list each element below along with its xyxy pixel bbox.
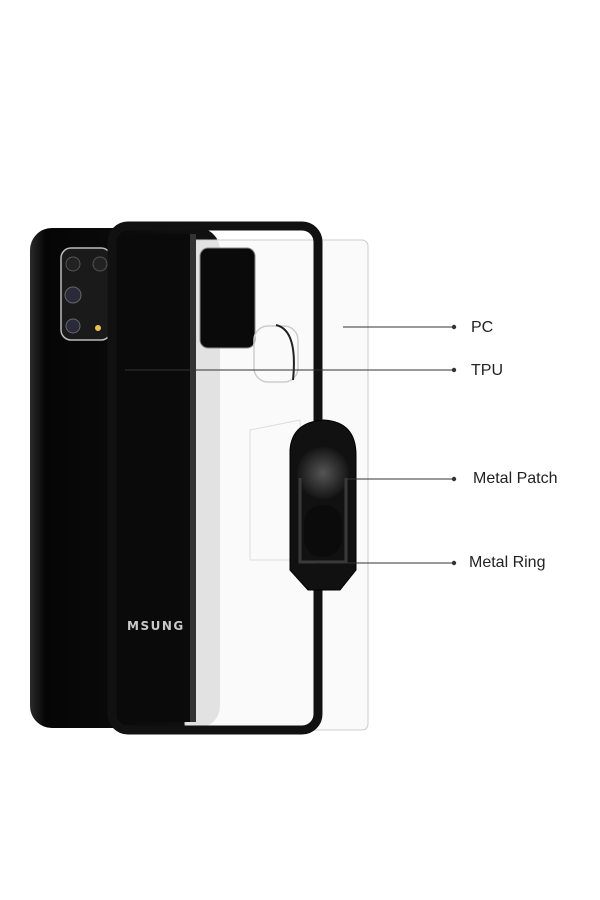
label-metal-patch: Metal Patch — [473, 470, 558, 487]
label-metal-ring: Metal Ring — [469, 554, 546, 571]
label-tpu: TPU — [471, 362, 503, 379]
metal-ring — [298, 478, 348, 564]
label-pc: PC — [471, 319, 494, 336]
metal-patch-disc — [297, 447, 349, 499]
ring-holder — [249, 419, 357, 591]
camera-module-icon — [60, 247, 112, 341]
phone-brand-logo: MSUNG — [127, 619, 185, 633]
